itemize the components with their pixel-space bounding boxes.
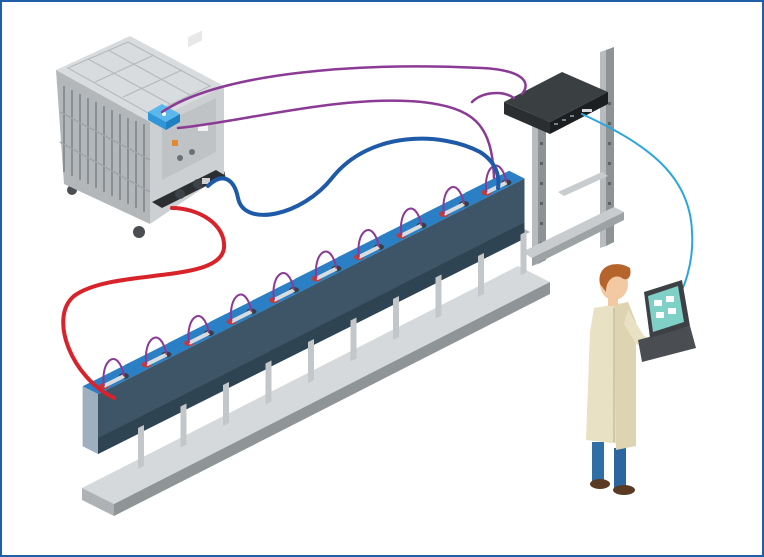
sense-cable-upper <box>160 65 527 114</box>
busbar-link <box>103 374 125 388</box>
battery-string <box>82 164 527 469</box>
sense-lead <box>144 336 168 365</box>
sense-lead <box>442 186 465 215</box>
battery-top <box>465 170 525 201</box>
busbar-link <box>188 331 210 345</box>
battery-top <box>337 235 397 265</box>
sense-cable-to-switch <box>470 91 516 104</box>
sense-lead <box>272 272 295 301</box>
busbar-link <box>273 288 295 302</box>
battery-cell <box>82 358 144 469</box>
battery-top <box>380 213 440 244</box>
battery-top <box>422 192 482 222</box>
sense-lead <box>102 358 125 387</box>
busbar-link <box>230 309 253 324</box>
positive-cable <box>61 206 227 400</box>
tester-status-module <box>148 104 180 130</box>
sense-lead <box>357 229 380 258</box>
sense-cable-lower <box>176 99 496 180</box>
sense-lead <box>229 293 253 322</box>
battery-top <box>210 299 270 330</box>
battery-cell <box>252 272 314 383</box>
network-cable <box>581 113 694 303</box>
battery-top <box>125 342 185 373</box>
sense-lead <box>399 207 423 236</box>
battery-tester-cabinet <box>56 30 226 238</box>
laptop <box>638 280 696 362</box>
equipment-rack <box>522 47 624 266</box>
network-switch <box>504 72 608 134</box>
busbar-link <box>145 352 168 367</box>
busbar-link <box>400 223 423 238</box>
sense-lead <box>187 315 210 344</box>
negative-cable <box>206 136 501 217</box>
battery-top <box>295 256 355 287</box>
sense-lead <box>314 250 338 279</box>
battery-top <box>167 321 227 351</box>
cables <box>61 65 694 400</box>
busbar-link <box>315 266 338 281</box>
battery-top <box>252 278 312 308</box>
busbar-link <box>358 245 380 259</box>
busbar-link <box>443 202 465 216</box>
